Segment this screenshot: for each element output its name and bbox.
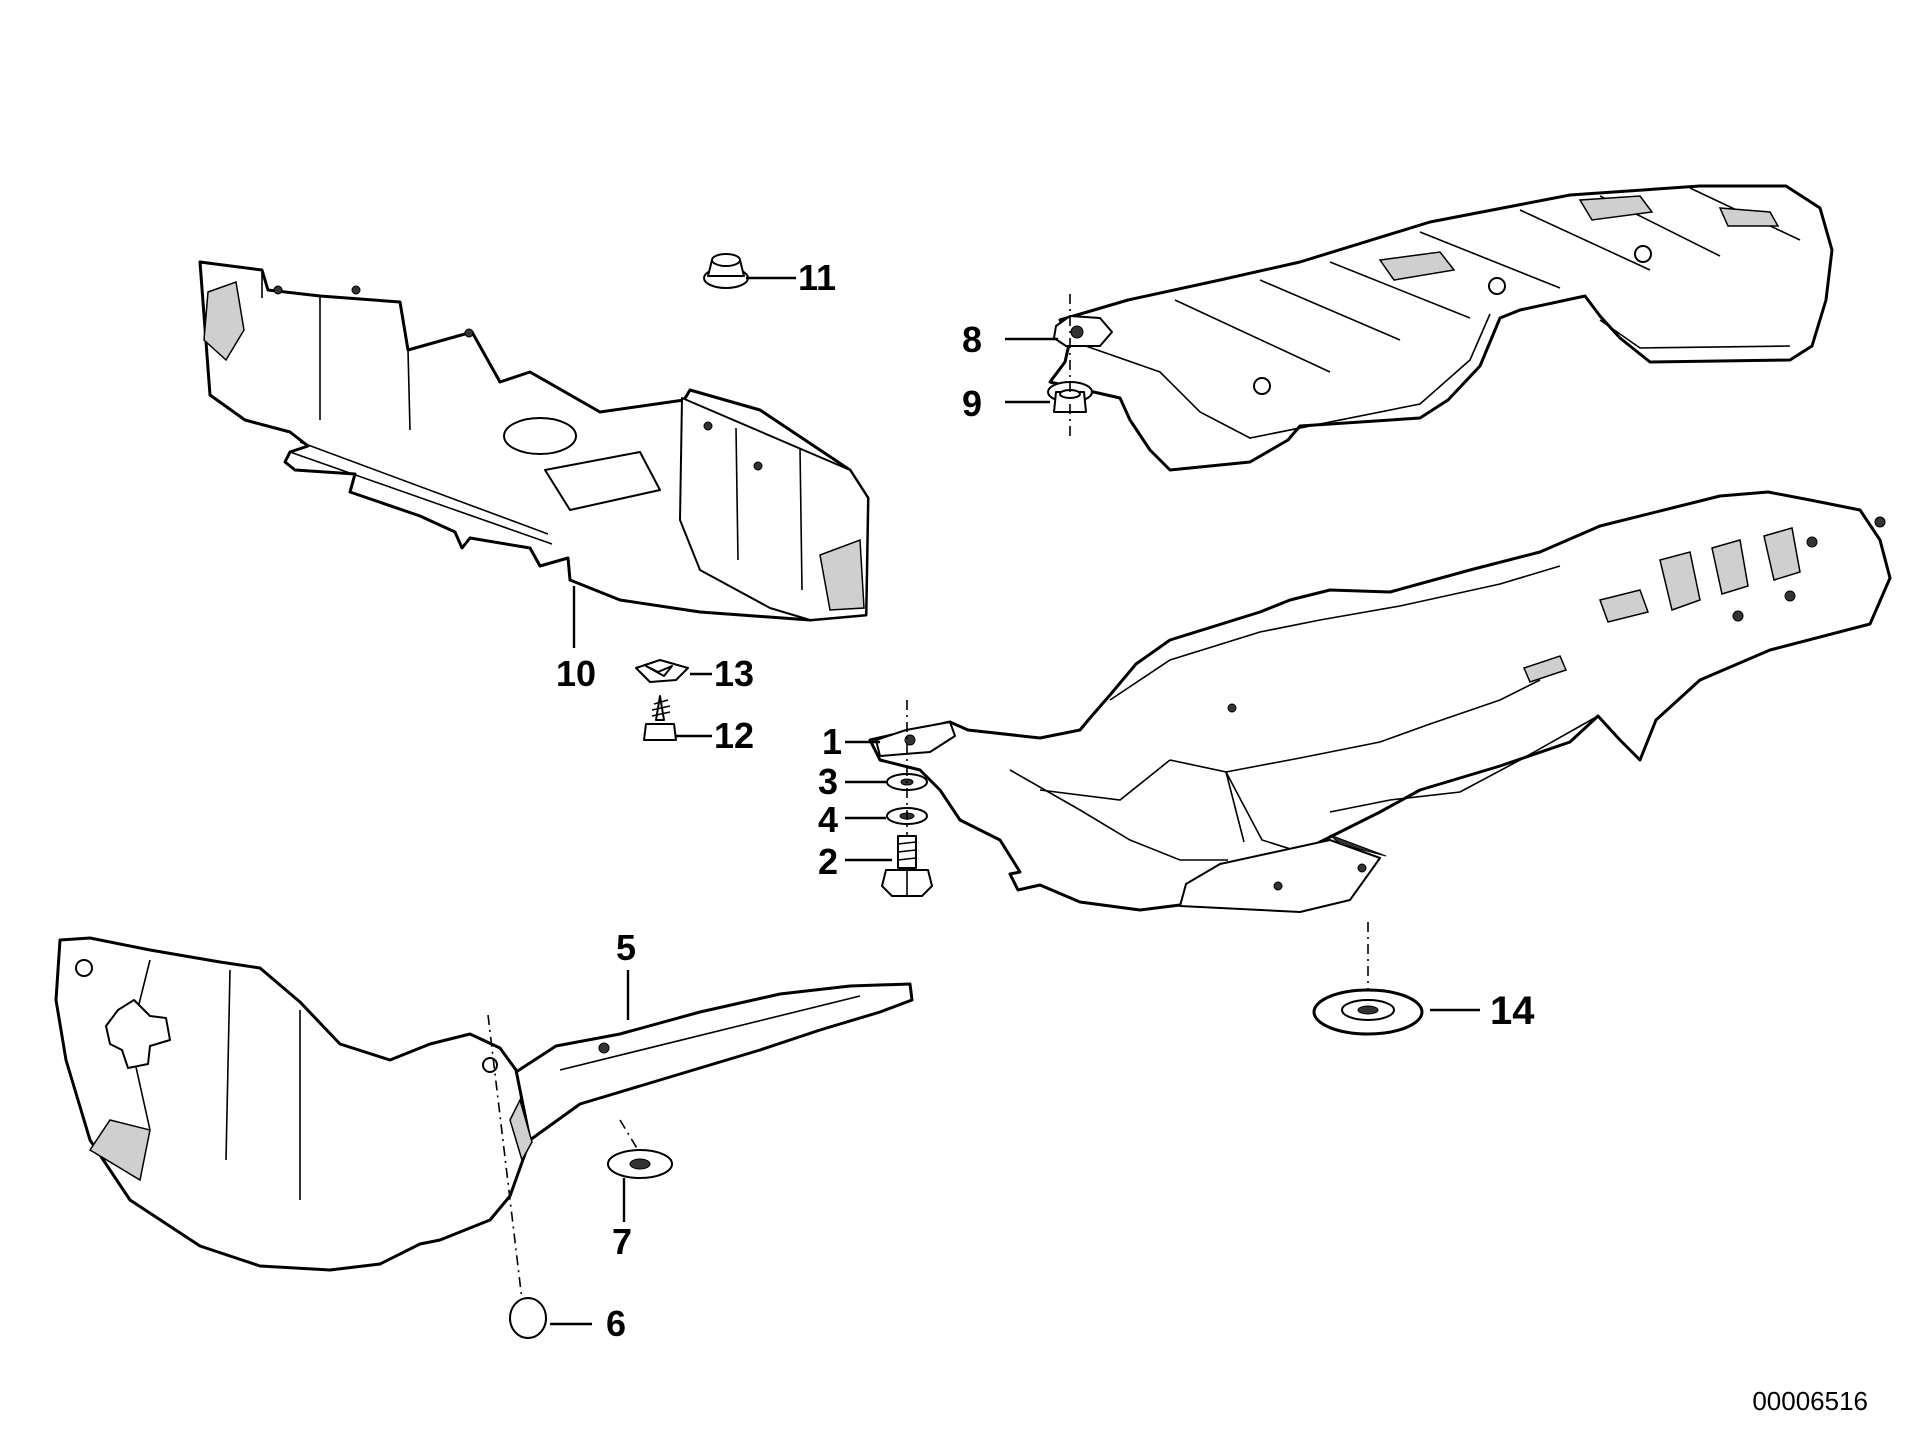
part-12-self-tapping-screw[interactable] <box>643 695 677 741</box>
assembly-centerlines <box>487 294 1369 1301</box>
drawing-number: 00006516 <box>1752 1386 1868 1416</box>
callout-12[interactable]: 12 <box>714 715 754 756</box>
callout-7[interactable]: 7 <box>612 1221 632 1262</box>
callout-13[interactable]: 13 <box>714 653 754 694</box>
part-6-rivet[interactable] <box>509 1297 547 1339</box>
callout-labels: 11 8 9 10 13 12 1 3 4 2 14 5 7 6 <box>556 257 1535 1344</box>
callout-6[interactable]: 6 <box>606 1303 626 1344</box>
part-8-rear-upper-heat-shield[interactable] <box>1048 184 1834 472</box>
part-1-tunnel-heat-shield[interactable] <box>868 490 1892 913</box>
callout-9[interactable]: 9 <box>962 383 982 424</box>
part-5-front-lower-shield[interactable] <box>54 936 914 1272</box>
part-13-clip-nut[interactable] <box>635 659 689 683</box>
callout-2[interactable]: 2 <box>818 841 838 882</box>
part-7-washer[interactable] <box>607 1149 673 1179</box>
part-11-flange-nut[interactable] <box>703 253 749 289</box>
callout-3[interactable]: 3 <box>818 761 838 802</box>
leader-lines <box>550 276 1480 1326</box>
callout-1[interactable]: 1 <box>822 721 842 762</box>
callout-10[interactable]: 10 <box>556 653 596 694</box>
part-14-dished-washer[interactable] <box>1312 988 1424 1036</box>
callout-14[interactable]: 14 <box>1490 989 1535 1033</box>
callout-5[interactable]: 5 <box>616 927 636 968</box>
callout-8[interactable]: 8 <box>962 319 982 360</box>
part-2-hex-bolt[interactable] <box>881 835 933 897</box>
callout-4[interactable]: 4 <box>818 799 838 840</box>
callout-11[interactable]: 11 <box>798 257 836 298</box>
part-10-front-heat-shield[interactable] <box>198 260 870 622</box>
